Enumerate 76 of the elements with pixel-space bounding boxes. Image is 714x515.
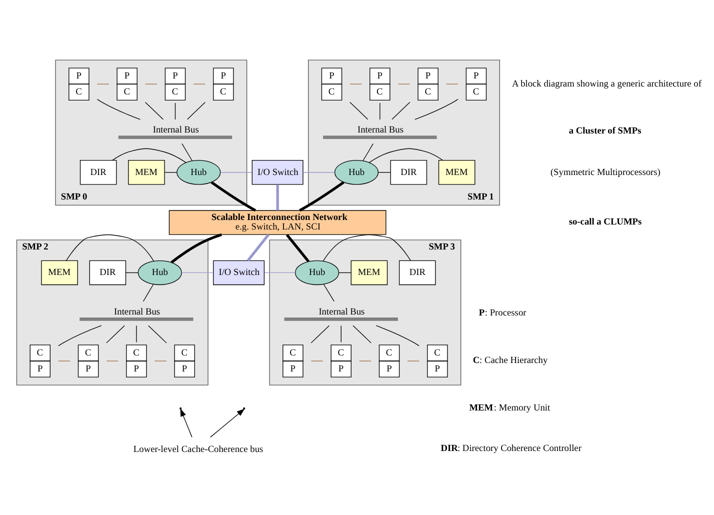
connector	[193, 83, 206, 84]
connector	[58, 360, 70, 361]
node-box	[80, 317, 194, 320]
connector	[359, 360, 372, 361]
connector	[340, 324, 342, 342]
connector	[362, 142, 374, 161]
node-ellipse: Hub	[138, 260, 182, 285]
connector	[322, 234, 411, 261]
connector	[414, 98, 458, 120]
node-label: Internal Bus	[358, 124, 404, 135]
label: C: Cache Hierarchy	[472, 355, 548, 366]
connector	[112, 148, 186, 162]
label: DIR: Directory Coherence Controller	[440, 444, 582, 454]
node-box: DIR	[80, 160, 117, 184]
label: P: Processor	[478, 308, 526, 318]
node-label: Internal Bus	[318, 306, 365, 317]
node-box	[118, 135, 232, 138]
node-text: Lower-level Cache-Coherence bus	[133, 444, 264, 454]
node-ellipse: Hub	[334, 160, 379, 184]
connector	[106, 324, 125, 343]
node-box: MEM	[438, 160, 476, 184]
connector	[392, 101, 410, 120]
connector	[136, 324, 137, 342]
node-box	[284, 317, 398, 320]
node-box	[323, 135, 437, 138]
label: (Symmetric Multiprocessors)	[550, 167, 660, 178]
connector	[142, 284, 154, 302]
connector	[106, 360, 119, 361]
node-box: I/O Switch	[252, 160, 304, 184]
connector	[145, 83, 158, 84]
connector	[286, 233, 310, 262]
node-box: DIR	[390, 160, 428, 184]
node-ellipse: Hub	[294, 260, 340, 285]
node-box: Scalable Interconnection Network e.g. Switch, LAN, SCI	[168, 210, 386, 234]
connector	[174, 102, 176, 120]
connector	[182, 142, 192, 161]
arrow	[210, 408, 245, 438]
connector	[407, 360, 420, 361]
connector	[350, 83, 362, 84]
label: so-call a CLUMPs	[568, 216, 642, 227]
connector	[126, 272, 138, 273]
node-label: Internal Bus	[152, 124, 199, 135]
label: a Cluster of SMPs	[568, 126, 642, 136]
connector	[398, 83, 410, 84]
connector	[310, 360, 324, 361]
connector	[350, 101, 368, 120]
connector	[148, 324, 167, 343]
connector	[96, 83, 110, 84]
connector	[246, 233, 270, 261]
label: MEM: Memory Unit	[469, 402, 550, 413]
connector	[144, 101, 164, 120]
connector	[376, 324, 420, 346]
node-box: MEM	[350, 260, 388, 285]
connector	[154, 360, 167, 361]
connector	[323, 284, 334, 302]
connector	[264, 272, 296, 273]
connector	[310, 324, 330, 343]
connector	[369, 148, 444, 162]
node-box: I/O Switch	[213, 260, 265, 285]
connector	[338, 272, 352, 273]
connector	[352, 324, 372, 343]
arrow	[180, 408, 192, 438]
connector	[58, 324, 102, 346]
connector	[181, 272, 214, 273]
connector	[187, 101, 206, 120]
connector	[66, 234, 154, 261]
connector	[276, 184, 279, 210]
connector	[96, 98, 141, 120]
label: A block diagram showing a generic architecture of	[512, 79, 702, 90]
node-box: MEM	[41, 260, 78, 285]
node-ellipse: Hub	[176, 160, 221, 184]
node-label: Internal Bus	[114, 306, 160, 317]
node-box: MEM	[128, 160, 165, 184]
node-box: DIR	[398, 260, 436, 285]
node-box: DIR	[89, 260, 126, 285]
connector	[446, 83, 458, 84]
